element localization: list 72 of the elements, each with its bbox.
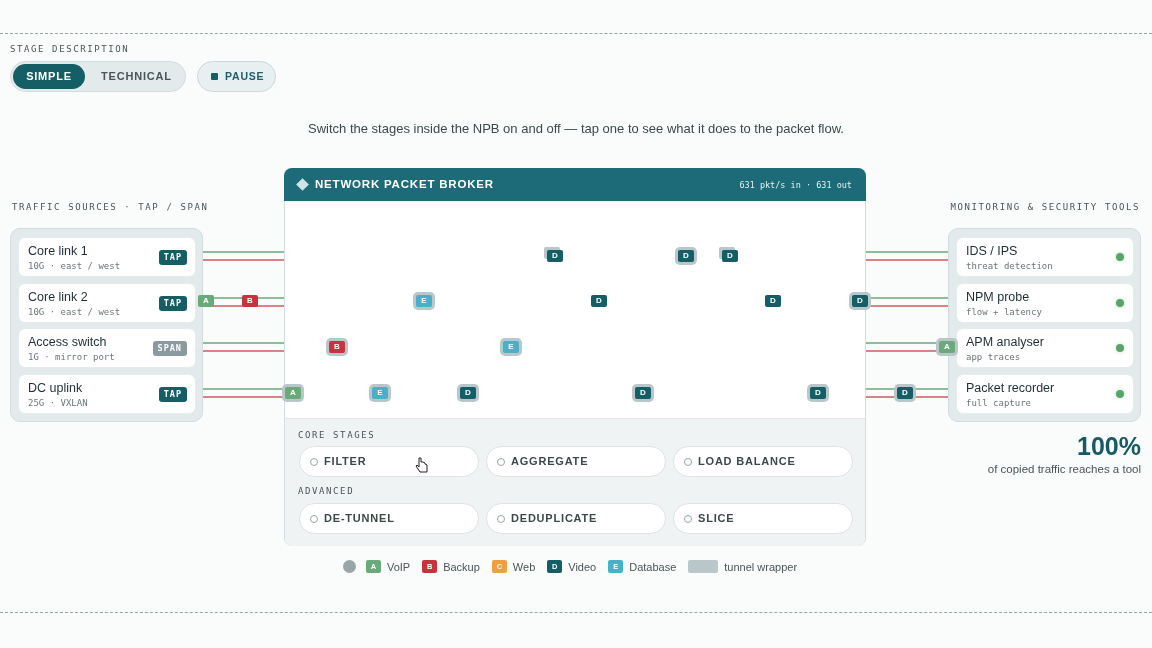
packet-marker: D: [591, 295, 607, 307]
stage-toggle-button: SLICE: [673, 503, 853, 534]
instruction-text: Switch the stages inside the NPB on and off — tap one to see what it does to the packet flow.: [307, 121, 845, 136]
tool-card: [957, 375, 1133, 413]
packet-marker: D: [460, 387, 476, 399]
stage-toggle-button: LOAD BALANCE: [673, 446, 853, 477]
panel-heading: MONITORING & SECURITY TOOLS: [950, 202, 1140, 212]
legend-label: tunnel wrapper: [724, 560, 798, 573]
packet-marker: A: [939, 341, 955, 353]
section-label: ADVANCED: [298, 486, 355, 496]
packet-marker: D: [852, 295, 868, 307]
tool-card: [957, 238, 1133, 276]
packet-marker: D: [765, 295, 781, 307]
panel-title: NETWORK PACKET BROKER: [315, 178, 494, 190]
broker-panel: [284, 168, 866, 546]
toggle-option-selected: SIMPLE: [13, 64, 85, 89]
card-subtitle: 10G · east / west: [28, 261, 121, 271]
card-title: Core link 2: [28, 290, 88, 304]
stage-toggle-button: AGGREGATE: [486, 446, 666, 477]
card-title: IDS / IPS: [966, 244, 1018, 258]
toggle-option: TECHNICAL: [101, 70, 172, 82]
card-subtitle: app traces: [966, 352, 1021, 362]
tool-card: [957, 329, 1133, 367]
source-card: [19, 284, 195, 322]
card-subtitle: 1G · mirror port: [28, 352, 115, 362]
packet-marker: D: [810, 387, 826, 399]
card-subtitle: 25G · VXLAN: [28, 398, 88, 408]
packet-marker: D: [897, 387, 913, 399]
card-title: DC uplink: [28, 381, 83, 395]
packet-marker: D: [678, 250, 694, 262]
packet-marker: E: [416, 295, 432, 307]
legend-label: VoIP: [386, 560, 411, 573]
port-tag: SPAN: [152, 341, 187, 356]
legend-label: Web: [512, 560, 536, 573]
stage-toggle-button: FILTER: [299, 446, 479, 477]
panel-heading: TRAFFIC SOURCES · TAP / SPAN: [12, 202, 209, 212]
packet-marker: B: [329, 341, 345, 353]
percentage-value: 100%: [1077, 432, 1141, 461]
throughput-readout: 631 pkt/s in · 631 out: [739, 180, 852, 190]
card-subtitle: 10G · east / west: [28, 307, 121, 317]
port-tag: TAP: [158, 387, 187, 402]
packet-marker: D: [722, 250, 738, 262]
packet-marker: E: [503, 341, 519, 353]
card-subtitle: threat detection: [966, 261, 1053, 271]
packet-marker: D: [635, 387, 651, 399]
section-label: STAGE DESCRIPTION: [10, 44, 130, 54]
card-title: APM analyser: [966, 335, 1044, 349]
packet-marker: E: [372, 387, 388, 399]
stage-toggle-button: DE-TUNNEL: [299, 503, 479, 534]
card-subtitle: full capture: [966, 398, 1032, 408]
card-title: NPM probe: [966, 290, 1030, 304]
packet-marker: D: [547, 250, 563, 262]
legend-label: Database: [629, 560, 677, 573]
source-card: [19, 329, 195, 367]
packet-marker: B: [242, 295, 258, 307]
source-card: [19, 238, 195, 276]
card-title: Packet recorder: [966, 381, 1055, 395]
section-label: CORE STAGES: [298, 430, 376, 440]
legend-label: Backup: [443, 560, 480, 573]
card-title: Core link 1: [28, 244, 88, 258]
packet-marker: A: [198, 295, 214, 307]
tool-card: [957, 284, 1133, 322]
source-card: [19, 375, 195, 413]
legend-label: Video: [568, 560, 597, 573]
card-subtitle: flow + latency: [966, 307, 1042, 317]
pause-button: PAUSE: [197, 61, 276, 92]
port-tag: TAP: [158, 296, 187, 311]
percentage-caption: of copied traffic reaches a tool: [987, 463, 1141, 475]
stage-toggle-button: DEDUPLICATE: [486, 503, 666, 534]
port-tag: TAP: [158, 250, 187, 265]
packet-marker: A: [285, 387, 301, 399]
card-title: Access switch: [28, 335, 107, 349]
